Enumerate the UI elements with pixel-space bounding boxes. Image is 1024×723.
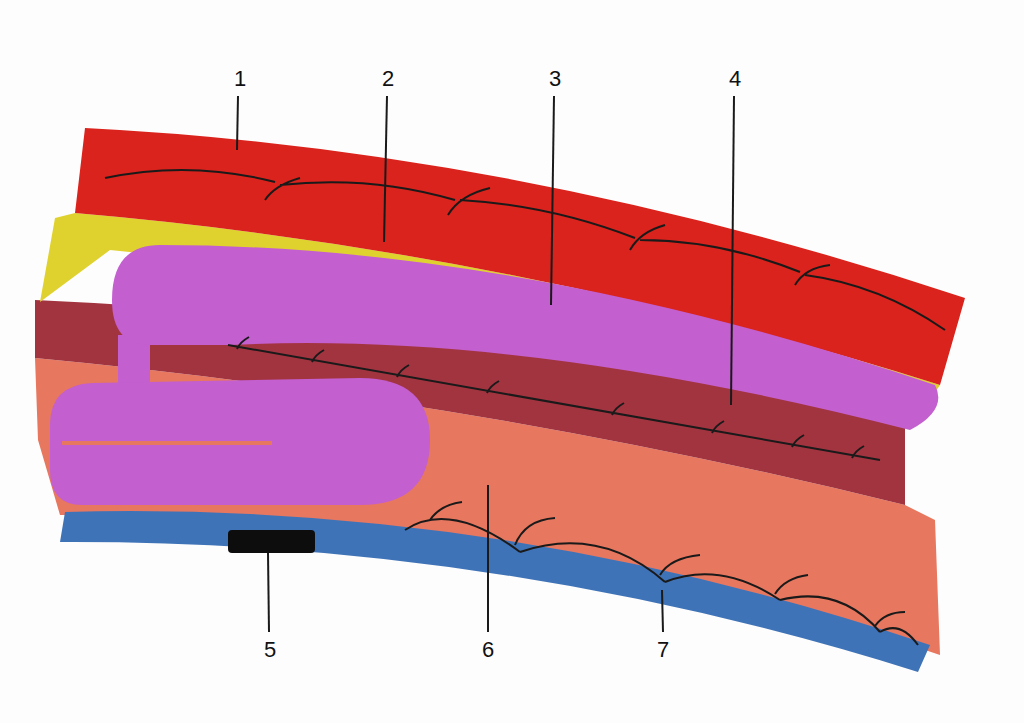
- leader-line: [731, 96, 734, 405]
- callout-number: 2: [382, 68, 394, 90]
- leader-line: [487, 485, 489, 632]
- leader-line: [662, 590, 663, 632]
- fold-line: [62, 441, 272, 445]
- callout-number: 6: [482, 639, 494, 661]
- purple-lower-fold: [50, 378, 430, 505]
- black-marker: [228, 530, 315, 553]
- leader-lines: [237, 96, 734, 632]
- callout-number: 3: [549, 68, 561, 90]
- leader-line: [268, 553, 269, 632]
- leader-line: [384, 96, 387, 242]
- callout-number: 5: [264, 639, 276, 661]
- leader-line: [237, 96, 238, 150]
- purple-upper-layer: [112, 245, 938, 430]
- callout-number: 7: [657, 639, 669, 661]
- callout-number: 4: [729, 68, 741, 90]
- suture-line: [105, 170, 945, 330]
- leader-line: [551, 96, 554, 305]
- suture-line: [405, 502, 918, 645]
- callout-number: 1: [234, 68, 246, 90]
- suture-line: [228, 337, 880, 460]
